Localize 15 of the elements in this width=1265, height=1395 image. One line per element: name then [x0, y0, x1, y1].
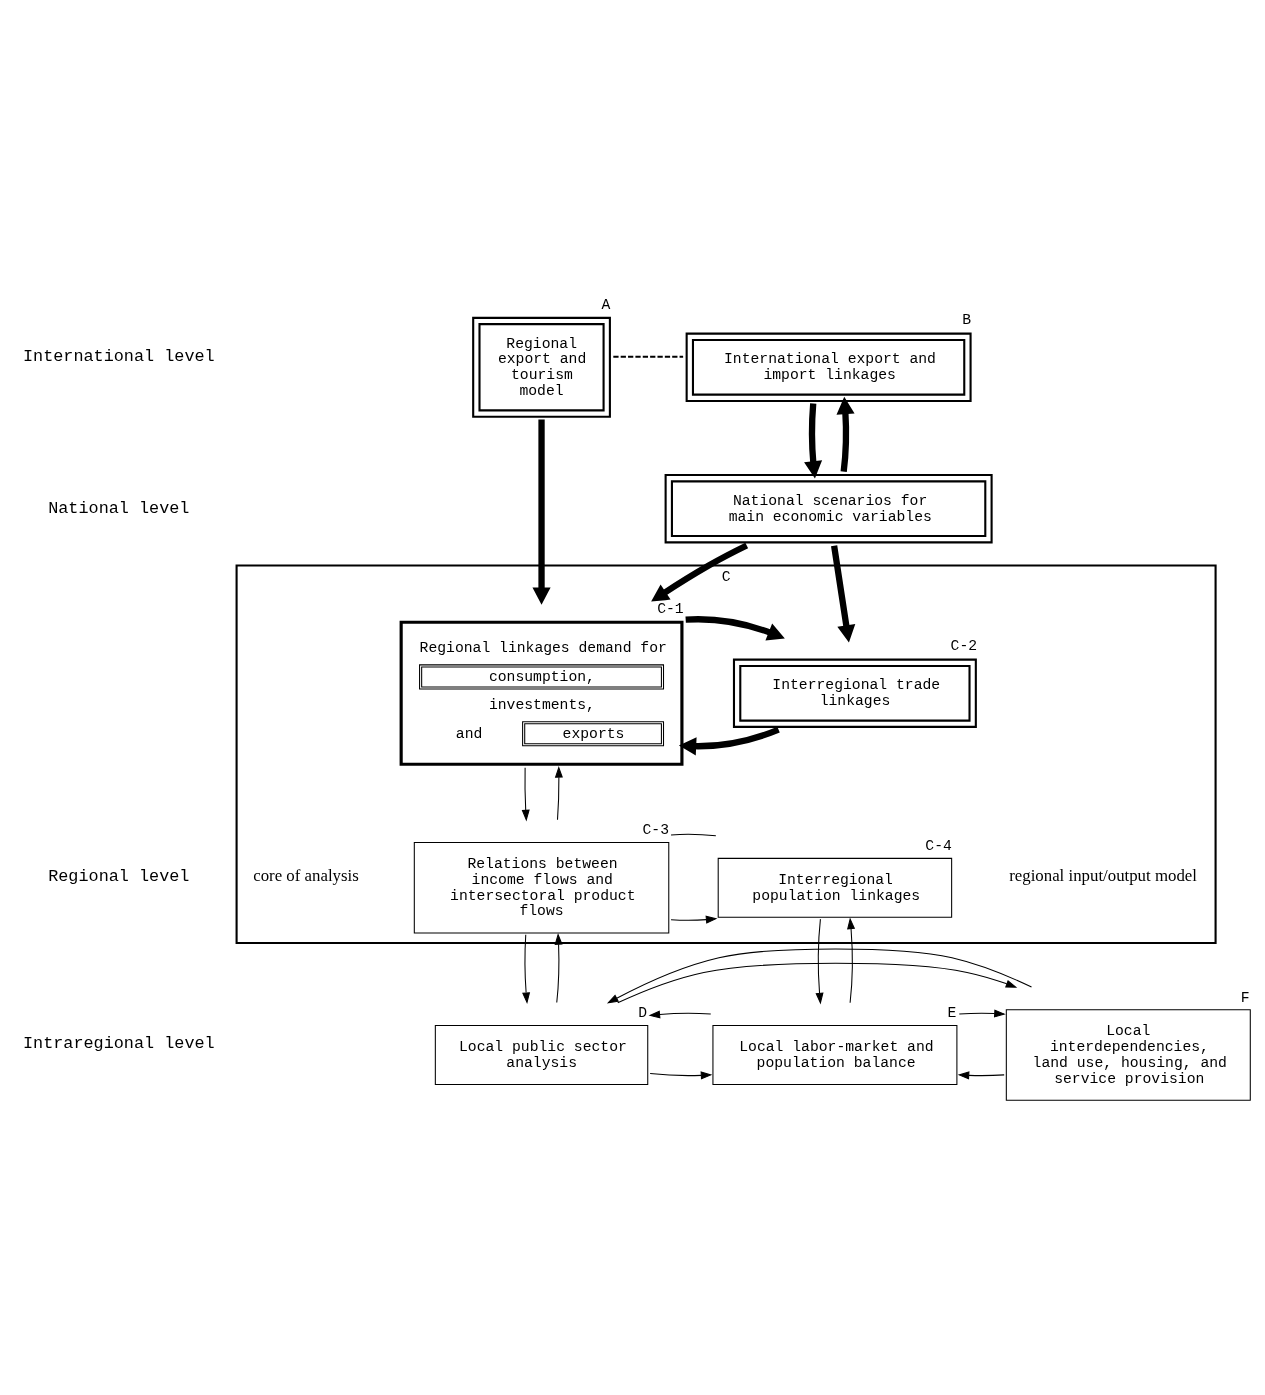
label: National level — [48, 498, 190, 518]
label: Intraregional level — [22, 1033, 215, 1053]
node-label: C-4 — [925, 837, 952, 854]
node-label: F — [1240, 989, 1250, 1006]
node-label: regional input/output model — [1009, 865, 1197, 885]
node-label: B — [962, 311, 971, 328]
label: International level — [22, 346, 215, 366]
node-label: A — [601, 296, 611, 313]
node-label: C-2 — [950, 637, 978, 654]
node-label: C-1 — [657, 600, 684, 617]
node-label: D — [638, 1004, 648, 1021]
label: Regional level — [48, 866, 190, 886]
node-label: E — [947, 1004, 957, 1021]
node-label: C-3 — [642, 821, 669, 838]
node-label: core of analysis — [253, 865, 359, 885]
